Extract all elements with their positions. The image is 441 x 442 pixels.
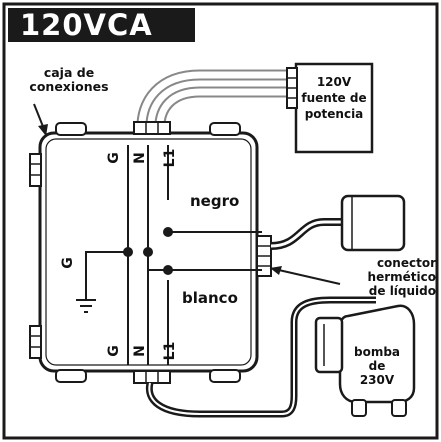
power-source-label-line2: fuente de bbox=[301, 91, 367, 105]
connector-label-line3: de líquido bbox=[368, 284, 436, 298]
pump-label-line1: bomba bbox=[353, 345, 401, 359]
ground-label: G bbox=[60, 257, 76, 269]
motor-cable bbox=[270, 218, 342, 250]
power-source-label: 120V fuente de potencia bbox=[298, 74, 370, 122]
connector-label: conector hermético de líquido bbox=[340, 256, 436, 298]
terminal-top-l1: L1 bbox=[162, 148, 178, 168]
liquid-tight-connector bbox=[340, 194, 406, 252]
connector-label-line1: conector bbox=[376, 256, 436, 270]
junction-box-label: caja de conexiones bbox=[24, 66, 114, 94]
black-wire-label: negro bbox=[190, 192, 240, 210]
ground-wire bbox=[85, 251, 128, 300]
pump-label-line2: de bbox=[368, 359, 386, 373]
white-wire-label: blanco bbox=[182, 289, 238, 307]
junction-box-label-line1: caja de bbox=[43, 65, 95, 80]
terminal-top-g: G bbox=[106, 152, 122, 164]
terminal-bottom-l1: L1 bbox=[162, 341, 178, 361]
terminal-bottom-g: G bbox=[106, 345, 122, 357]
power-source-label-line1: 120V bbox=[316, 75, 352, 89]
terminal-bottom-n: N bbox=[132, 345, 148, 357]
pump-label: bomba de 230V bbox=[352, 345, 402, 387]
page-title: 120VCA bbox=[8, 8, 195, 42]
pump-label-line3: 230V bbox=[359, 373, 395, 387]
terminal-top-n: N bbox=[132, 152, 148, 164]
connector-label-line2: hermético bbox=[367, 270, 436, 284]
power-source-label-line3: potencia bbox=[304, 107, 364, 121]
junction-box-label-line2: conexiones bbox=[29, 79, 109, 94]
